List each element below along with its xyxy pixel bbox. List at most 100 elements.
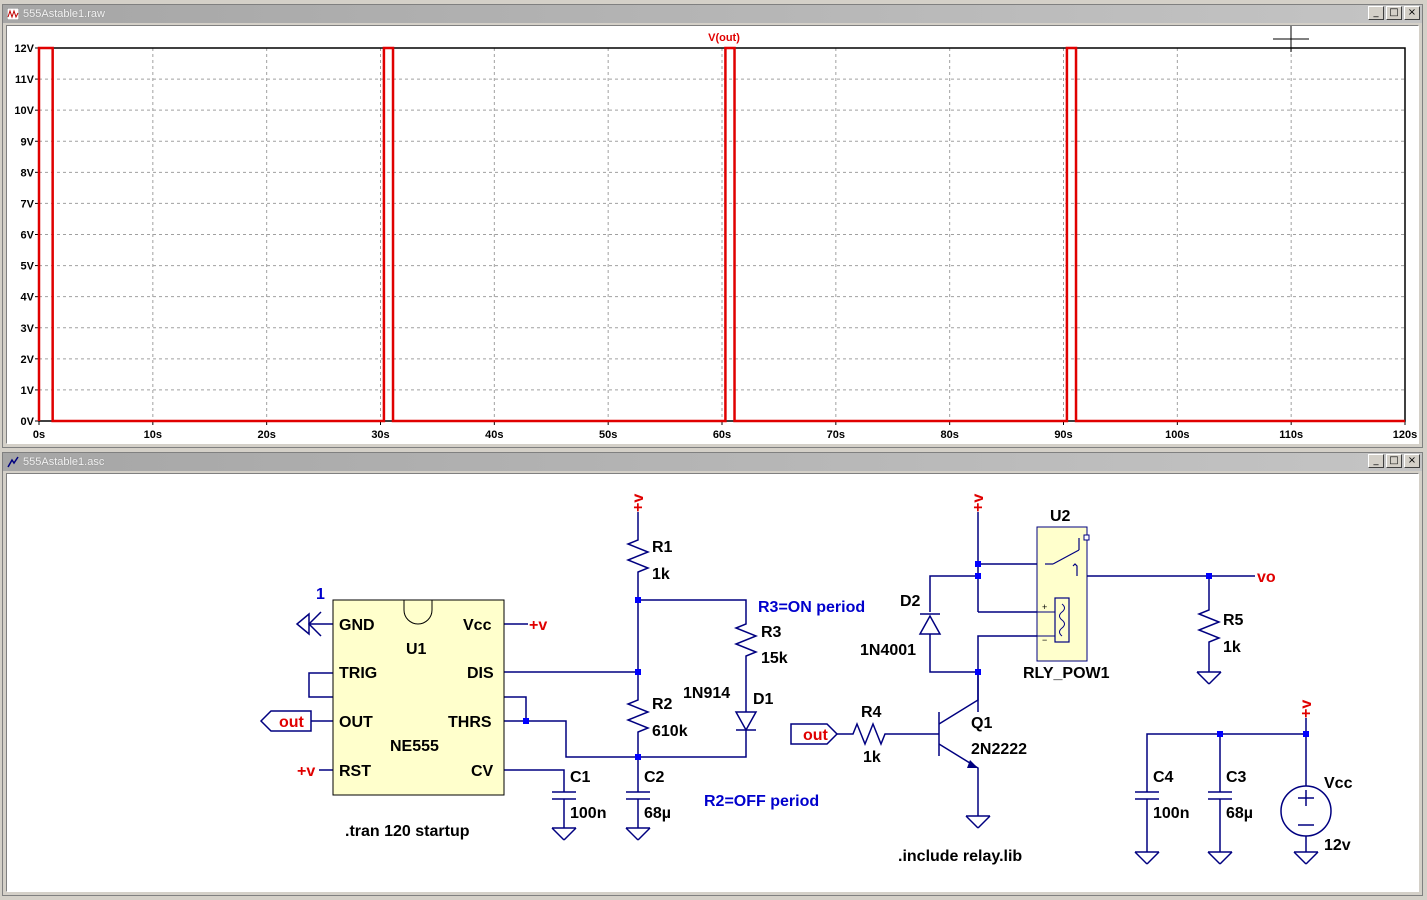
transistor-q1[interactable]: Q1 2N2222 [967,715,1027,768]
gnd-port-flag[interactable]: 1 [295,586,325,637]
svg-text:R3: R3 [761,624,782,641]
y-tick-label: 8V [21,167,35,179]
plot-window-controls: _ □ × [1366,6,1420,22]
maximize-button[interactable]: □ [1386,454,1402,468]
y-tick-label: 0V [21,416,35,428]
vplus-netlabel-relay[interactable]: +v [970,494,987,512]
svg-text:C1: C1 [570,769,591,786]
schematic-drawing[interactable]: U1 GND Vcc TRIG DIS OUT THRS NE555 RST C… [7,474,1420,894]
include-directive[interactable]: .include relay.lib [898,848,1022,865]
maximize-button[interactable]: □ [1386,6,1402,20]
schematic-window-titlebar[interactable]: 555Astable1.asc _ □ × [3,453,1422,471]
svg-text:15k: 15k [761,650,788,667]
diode-d2[interactable]: D2 1N4001 [860,593,942,659]
r3-comment[interactable]: R3=ON period [758,599,865,616]
vo-netlabel[interactable]: vo [1257,569,1276,586]
svg-text:D1: D1 [753,691,774,708]
schematic-window-title: 555Astable1.asc [23,456,105,468]
svg-text:1N914: 1N914 [683,685,730,702]
resistor-r4[interactable]: R4 1k [849,704,891,766]
resistor-r3[interactable]: R3 15k [733,620,788,667]
y-tick-label: 12V [14,43,34,55]
schematic-window: 555Astable1.asc _ □ × [2,452,1423,896]
plot-window-titlebar[interactable]: 555Astable1.raw _ □ × [3,5,1422,23]
resistor-r1[interactable]: R1 1k [625,536,673,583]
ne555-ic[interactable]: U1 GND Vcc TRIG DIS OUT THRS NE555 RST C… [332,599,505,796]
svg-text:1k: 1k [1223,639,1241,656]
capacitor-c3[interactable]: C3 68µ [1208,769,1253,822]
x-tick-label: 110s [1279,429,1303,441]
svg-text:100n: 100n [1153,805,1189,822]
trace-label[interactable]: V(out) [708,32,740,44]
svg-text:2N2222: 2N2222 [971,741,1027,758]
capacitor-c4[interactable]: C4 100n [1135,769,1189,822]
x-tick-label: 70s [827,429,845,441]
u1-pin-gnd: GND [339,617,375,634]
relay-u2[interactable]: + − U2 RLY_POW1 [1023,508,1110,682]
minimize-button[interactable]: _ [1368,6,1384,20]
y-tick-label: 10V [14,105,34,117]
vplus-netlabel-u1-rst[interactable]: +v [297,763,315,780]
waveform-icon [7,8,19,20]
vplus-netlabel-supply[interactable]: +v [1298,700,1315,718]
x-tick-label: 80s [940,429,958,441]
y-tick-label: 3V [21,323,35,335]
x-tick-label: 50s [599,429,617,441]
capacitor-c1[interactable]: C1 100n [552,769,606,822]
tran-directive[interactable]: .tran 120 startup [345,823,470,840]
schematic-icon [7,456,19,468]
diode-d1[interactable]: 1N914 D1 [683,685,774,732]
svg-text:610k: 610k [652,723,688,740]
svg-text:−: − [1042,635,1047,645]
u1-pin-thrs: THRS [448,714,492,731]
schematic-canvas[interactable]: U1 GND Vcc TRIG DIS OUT THRS NE555 RST C… [6,473,1419,892]
x-tick-label: 90s [1054,429,1072,441]
x-tick-label: 0s [33,429,45,441]
svg-text:R2: R2 [652,696,673,713]
svg-text:Vcc: Vcc [1324,775,1353,792]
y-tick-label: 1V [21,385,35,397]
voltage-source-vcc[interactable]: Vcc 12v [1280,775,1353,854]
vplus-netlabel-u1-vcc[interactable]: +v [529,617,547,634]
close-button[interactable]: × [1404,454,1420,468]
capacitor-c2[interactable]: C2 68µ [626,769,671,822]
gnd-pin-number: 1 [316,586,325,603]
close-button[interactable]: × [1404,6,1420,20]
svg-text:12v: 12v [1324,837,1351,854]
x-tick-label: 60s [713,429,731,441]
svg-text:+: + [1042,602,1047,612]
u1-ref: U1 [406,641,427,658]
vplus-netlabel-r1[interactable]: +v [630,494,647,512]
svg-text:1N4001: 1N4001 [860,642,916,659]
u1-pin-out: OUT [339,714,373,731]
y-tick-label: 2V [21,354,35,366]
minimize-button[interactable]: _ [1368,454,1384,468]
schematic-window-controls: _ □ × [1366,454,1420,470]
x-tick-label: 20s [257,429,275,441]
svg-text:U2: U2 [1050,508,1071,525]
r2-comment[interactable]: R2=OFF period [704,793,819,810]
y-tick-label: 7V [21,198,35,210]
y-tick-label: 6V [21,230,35,242]
svg-text:1k: 1k [652,566,670,583]
resistor-r2[interactable]: R2 610k [625,696,688,740]
u1-pin-cv: CV [471,763,494,780]
svg-text:C4: C4 [1153,769,1174,786]
crosshair-cursor-icon [1273,26,1309,52]
out-netlabel-u1[interactable]: out [259,710,312,732]
series-line-vout[interactable] [37,46,1405,423]
out-netlabel-q1[interactable]: out [790,723,839,745]
plot-window-title: 555Astable1.raw [23,8,105,20]
u1-pin-vcc: Vcc [463,617,492,634]
svg-text:out: out [279,714,305,731]
svg-text:Q1: Q1 [971,715,992,732]
svg-text:RLY_POW1: RLY_POW1 [1023,665,1110,682]
svg-text:R1: R1 [652,539,673,556]
x-tick-label: 100s [1165,429,1189,441]
trace-vout[interactable] [37,46,1405,423]
resistor-r5[interactable]: R5 1k [1196,606,1244,656]
svg-text:R5: R5 [1223,612,1244,629]
